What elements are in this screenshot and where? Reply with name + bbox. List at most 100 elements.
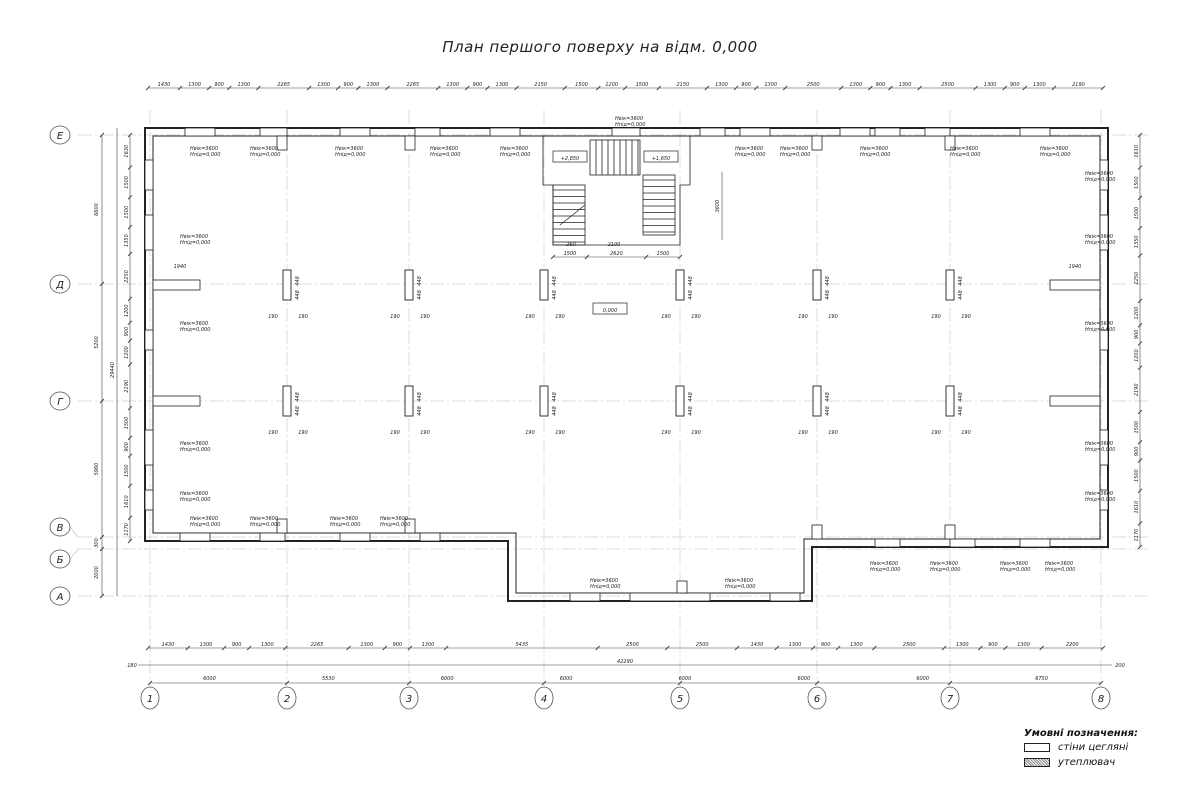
dim-label: 190 (828, 430, 838, 436)
dim-label: 1610 (1134, 145, 1140, 158)
window-opening (144, 159, 154, 191)
dim-label: 2250 (124, 270, 130, 283)
dim-tick (443, 645, 449, 651)
dim-label: 2620 (610, 251, 623, 257)
dim-label: 448 (825, 276, 831, 286)
dim-tick (127, 165, 133, 170)
dim-tick (1137, 458, 1143, 463)
dim-tick (1022, 85, 1028, 91)
dim-label: 190 (525, 314, 535, 320)
dim-label: 1500 (124, 176, 130, 189)
dim-label: 1300 (237, 82, 250, 88)
dim-label: 1200 (1134, 307, 1140, 320)
window-sill-label: Нпід=0,000 (380, 522, 410, 528)
dim-tick (1002, 85, 1008, 91)
dim-label: 1300 (200, 642, 213, 648)
window-opening (339, 127, 371, 137)
dim-label: 448 (552, 276, 558, 286)
dim-tick (356, 85, 361, 91)
dim-label: 448 (825, 290, 831, 300)
dim-tick (562, 85, 568, 91)
window-height-label: Нвік=3600 (735, 146, 763, 152)
dim-label: 1500 (636, 82, 649, 88)
dim-label: 448 (825, 406, 831, 416)
window-sill-label: Нпід=0,000 (250, 522, 280, 528)
axis-bubble (49, 274, 71, 294)
dim-tick (221, 645, 227, 651)
legend-label: стіни цегляні (1058, 742, 1129, 753)
dim-tick (99, 546, 105, 552)
insulation-swatch (1024, 757, 1050, 767)
dim-label: 448 (552, 392, 558, 402)
wall-stub (1049, 279, 1101, 291)
window-sill-label: Нпід=0,000 (500, 152, 530, 158)
axis-label: Е (57, 131, 64, 142)
dim-label: 2250 (1134, 272, 1140, 285)
dim-label: 448 (552, 406, 558, 416)
dim-label: 900 (988, 642, 998, 648)
window-sill-label: Нпід=0,000 (615, 122, 645, 128)
axis-bubble (140, 686, 160, 710)
dim-label: 1200 (124, 304, 130, 317)
level-box (643, 150, 679, 163)
dim-tick (733, 85, 739, 91)
dim-tick (145, 645, 151, 651)
dim-label: 2000 (94, 566, 100, 579)
dim-label: 5530 (322, 676, 335, 682)
window-height-label: Нвік=3600 (870, 561, 898, 567)
dim-label: 2500 (696, 642, 709, 648)
dim-tick (1137, 409, 1143, 415)
dim-label: 6000 (916, 676, 929, 682)
dim-label: 190 (661, 430, 671, 436)
dim-tick (973, 85, 978, 91)
dim-label: 900 (876, 82, 886, 88)
dim-tick (127, 251, 133, 257)
column (539, 385, 549, 417)
window-sill-label: Нпід=0,000 (735, 152, 765, 158)
dim-tick (838, 85, 844, 91)
level-box (592, 302, 628, 315)
dim-label: 2190 (124, 380, 130, 393)
dim-tick (867, 85, 873, 91)
legend-item-brick: стіни цегляні (1024, 742, 1128, 753)
window-height-label: Нвік=3600 (190, 516, 218, 522)
window-sill-label: Нпід=0,000 (1085, 497, 1115, 503)
axis-bubble (940, 686, 960, 710)
window-height-label: Нвік=3600 (1085, 441, 1113, 447)
dim-label: 1300 (360, 642, 373, 648)
column (945, 269, 955, 301)
column (282, 269, 292, 301)
wall-pilaster (944, 524, 956, 540)
dim-label: 1940 (174, 264, 187, 270)
window-opening (1019, 127, 1051, 137)
dim-label: 2150 (534, 82, 547, 88)
dim-label: 190 (798, 430, 808, 436)
window-sill-label: Нпід=0,000 (180, 240, 210, 246)
window-height-label: Нвік=3600 (180, 234, 208, 240)
dim-label: 1300 (188, 82, 201, 88)
dim-label: 1300 (956, 642, 969, 648)
dim-label: 448 (688, 392, 694, 402)
axis-label: 1 (147, 694, 153, 705)
dim-tick (1100, 645, 1106, 651)
window-height-label: Нвік=3600 (780, 146, 808, 152)
column (945, 385, 955, 417)
axis-bubble (49, 125, 71, 145)
dim-tick (177, 85, 183, 91)
dim-label: 900 (473, 82, 483, 88)
dim-label: 1170 (1134, 529, 1140, 542)
dim-tick (127, 515, 133, 521)
axis-bubble (49, 586, 71, 606)
dim-label: 900 (821, 642, 831, 648)
axis-bubble (49, 549, 71, 569)
window-height-label: Нвік=3600 (1085, 171, 1113, 177)
axis-bubble (49, 391, 71, 411)
window-sill-label: Нпід=0,000 (180, 497, 210, 503)
dim-label: 2500 (626, 642, 639, 648)
dim-label: 1170 (124, 523, 130, 536)
dim-label: 2265 (406, 82, 419, 88)
dim-tick (595, 645, 600, 651)
dim-tick (306, 85, 312, 91)
column (404, 385, 414, 417)
window-height-label: Нвік=3600 (1085, 234, 1113, 240)
